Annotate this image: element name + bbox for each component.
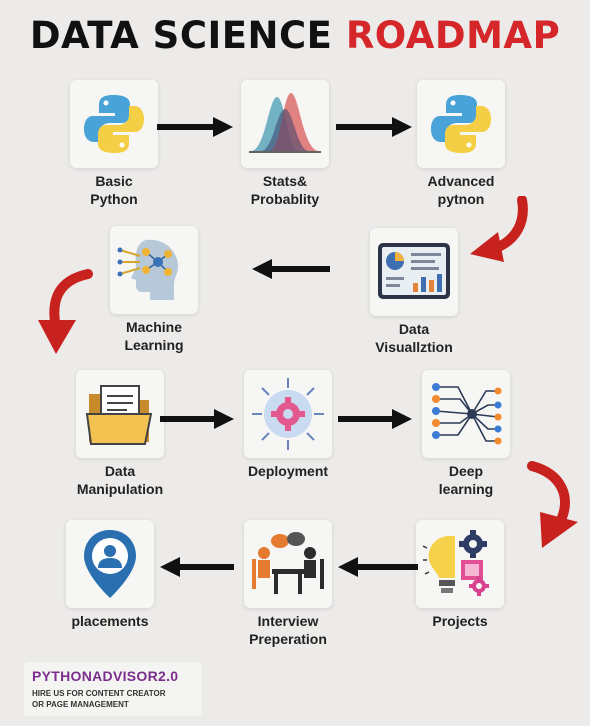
- interview-people-icon: [244, 520, 332, 608]
- step-label: Deep learning: [438, 463, 494, 497]
- lightbulb-gears-icon: [416, 520, 504, 608]
- arrow-right-icon: [338, 409, 412, 429]
- brand-badge: PYTHONADVISOR2.0 HIRE US FOR CONTENT CRE…: [24, 662, 202, 716]
- arrow-left-icon: [252, 259, 330, 279]
- page-title: DATA SCIENCE ROADMAP: [0, 14, 590, 57]
- step-label: Data Manipulation: [76, 463, 164, 497]
- folder-document-icon: [76, 370, 164, 458]
- brand-name: PYTHONADVISOR2.0: [32, 668, 179, 684]
- step-label: Advanced pytnon: [427, 173, 495, 207]
- step-data-visualization: Data Visuallztion: [354, 228, 474, 356]
- title-accent: ROADMAP: [345, 14, 561, 57]
- python-logo-icon: [70, 80, 158, 168]
- arrow-left-icon: [338, 557, 418, 577]
- step-label: Basic Python: [90, 173, 138, 207]
- brain-network-icon: [110, 226, 198, 314]
- step-data-manipulation: Data Manipulation: [60, 370, 180, 498]
- step-label: Deployment: [247, 463, 329, 479]
- step-label: Machine Learning: [124, 319, 184, 353]
- step-label: Interview Preperation: [249, 613, 327, 647]
- step-stats-probability: Stats& Probablity: [225, 80, 345, 208]
- arrow-right-icon: [336, 117, 412, 137]
- step-label: Data Visuallztion: [375, 321, 453, 355]
- python-logo-icon: [417, 80, 505, 168]
- brand-tagline: HIRE US FOR CONTENT CREATOR OR PAGE MANA…: [32, 689, 166, 709]
- curved-down-arrow-icon: [38, 269, 93, 354]
- dashboard-chart-icon: [370, 228, 458, 316]
- neural-circuit-icon: [422, 370, 510, 458]
- distribution-curves-icon: [241, 80, 329, 168]
- step-deployment: Deployment: [228, 370, 348, 480]
- arrow-left-icon: [160, 557, 234, 577]
- step-advanced-python: Advanced pytnon: [401, 80, 521, 208]
- step-label: Stats& Probablity: [250, 173, 320, 207]
- step-projects: Projects: [400, 520, 520, 630]
- step-placements: placements: [50, 520, 170, 630]
- curved-down-arrow-icon: [470, 196, 528, 262]
- title-main: DATA SCIENCE: [29, 14, 333, 57]
- step-machine-learning: Machine Learning: [94, 226, 214, 354]
- arrow-right-icon: [157, 117, 233, 137]
- location-person-pin-icon: [66, 520, 154, 608]
- arrow-right-icon: [160, 409, 234, 429]
- step-label: Projects: [432, 613, 488, 629]
- gear-network-icon: [244, 370, 332, 458]
- step-deep-learning: Deep learning: [406, 370, 526, 498]
- step-basic-python: Basic Python: [54, 80, 174, 208]
- step-label: placements: [71, 613, 149, 629]
- step-interview-preparation: Interview Preperation: [228, 520, 348, 648]
- curved-down-arrow-icon: [527, 461, 578, 548]
